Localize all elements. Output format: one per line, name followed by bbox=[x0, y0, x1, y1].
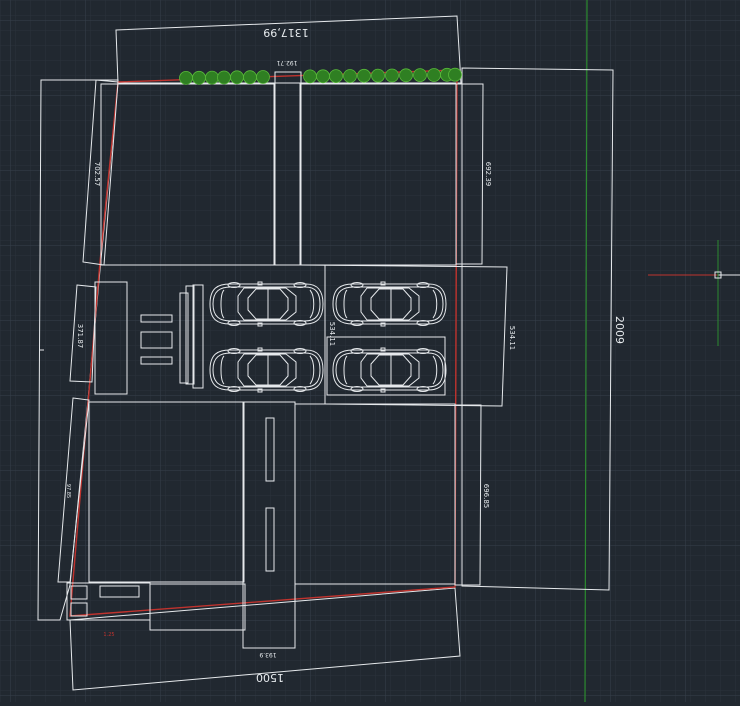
dim-bottom-left-note: 1.25 bbox=[103, 632, 114, 638]
tree-icon bbox=[329, 69, 343, 83]
tree-icon bbox=[303, 69, 317, 84]
tree-icon bbox=[385, 68, 399, 83]
dim-driveway-bottom: 193.9 bbox=[259, 651, 276, 658]
dim-bottom-width: 1500 bbox=[256, 671, 284, 684]
tree-icon bbox=[217, 70, 231, 85]
crosshair-cursor-icon[interactable] bbox=[648, 240, 740, 346]
dim-left-upper: 702.57 bbox=[93, 162, 101, 187]
tree-icon bbox=[427, 68, 441, 82]
tree-icon bbox=[192, 70, 206, 85]
tree-icon bbox=[413, 68, 427, 82]
tree-icon bbox=[357, 68, 371, 83]
dim-left-middle: 371.87 bbox=[76, 324, 84, 349]
y-axis-line bbox=[584, 0, 588, 703]
tree-icon bbox=[243, 70, 257, 85]
dim-right-middle: 534.11 bbox=[508, 326, 516, 351]
dim-outer-height: 2009 bbox=[613, 316, 626, 344]
tree-icon bbox=[371, 68, 385, 83]
dim-parking-height: 534.11 bbox=[328, 322, 336, 347]
dim-top-gap: 192.71 bbox=[276, 59, 297, 66]
tree-row bbox=[179, 67, 462, 85]
tree-icon bbox=[399, 68, 413, 83]
tree-icon bbox=[343, 69, 357, 83]
dim-left-lower: 97.85 bbox=[65, 484, 71, 498]
tree-icon bbox=[256, 70, 270, 84]
dim-right-lower: 696.85 bbox=[482, 484, 490, 509]
tree-icon bbox=[230, 70, 244, 85]
dimension-labels: 1317,99 192.71 702.57 692.39 371.87 534.… bbox=[65, 26, 626, 684]
tree-icon bbox=[179, 71, 193, 85]
tree-icon bbox=[316, 69, 330, 84]
tree-icon bbox=[205, 70, 219, 85]
tree-icon bbox=[448, 67, 462, 82]
dim-top-width: 1317,99 bbox=[263, 26, 309, 39]
dim-right-upper: 692.39 bbox=[484, 162, 492, 187]
